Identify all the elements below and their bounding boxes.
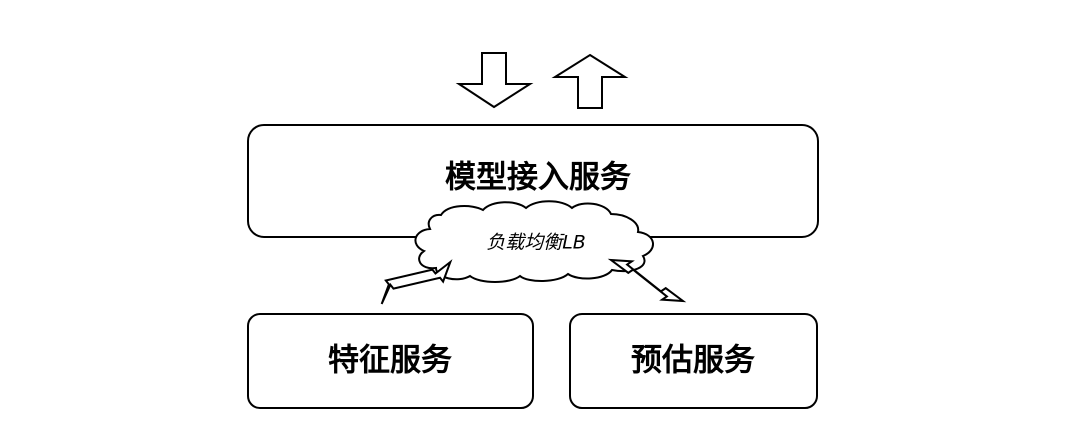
load-balancer-node: 负载均衡LB: [414, 200, 654, 283]
feature-service-node: 特征服务: [247, 313, 534, 409]
load-balancer-cloud: [414, 200, 654, 283]
load-balancer-label: 负载均衡LB: [486, 232, 586, 254]
prediction-service-box: [569, 313, 818, 409]
feature-service-label: 特征服务: [328, 343, 452, 379]
feature-service-box: [247, 313, 534, 409]
prediction-service-label: 预估服务: [631, 343, 755, 379]
model-access-service-label: 模型接入服务: [445, 160, 631, 196]
response-out-arrow: [551, 53, 629, 109]
request-in-arrow: [455, 52, 534, 109]
lb-prediction-double-arrow: [607, 258, 687, 303]
prediction-service-node: 预估服务: [569, 313, 818, 409]
lb-feature-double-arrow: [380, 259, 453, 305]
model-access-service-node: 模型接入服务: [247, 124, 819, 238]
